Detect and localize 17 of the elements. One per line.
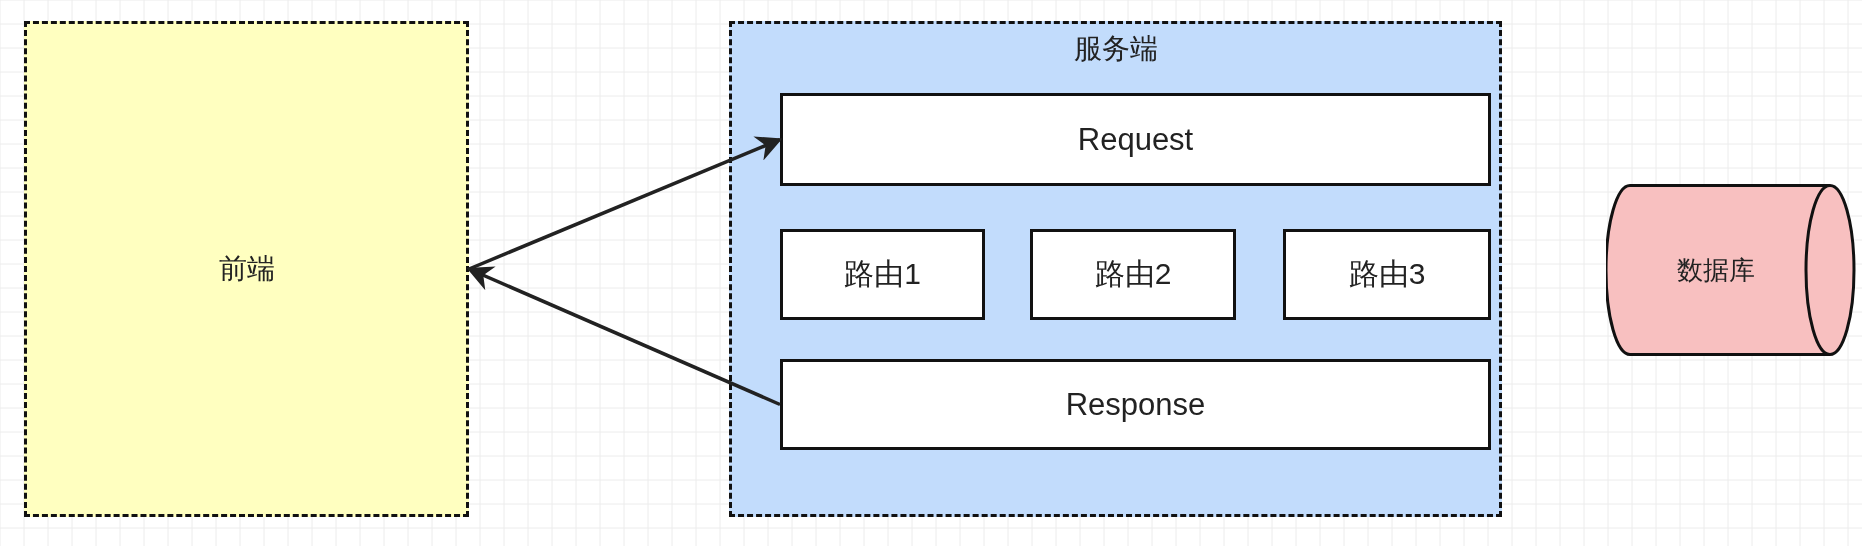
node-label: 数据库 [1677, 253, 1755, 287]
container-title: 服务端 [1073, 32, 1158, 66]
process-box [780, 359, 1491, 450]
process-box [780, 93, 1491, 186]
arrow [466, 266, 781, 407]
node-label: 路由3 [1348, 256, 1426, 292]
process-box [1283, 229, 1491, 320]
node-label: 路由2 [1094, 256, 1172, 292]
node-label: Request [1077, 121, 1194, 158]
process-box [1030, 229, 1236, 320]
arrow [468, 136, 783, 271]
node-label: 前端 [218, 252, 275, 286]
process-box [780, 229, 985, 320]
client-box [24, 21, 469, 517]
node-label: 路由1 [844, 256, 921, 292]
server-container [729, 21, 1502, 517]
node-label: Response [1065, 386, 1206, 423]
